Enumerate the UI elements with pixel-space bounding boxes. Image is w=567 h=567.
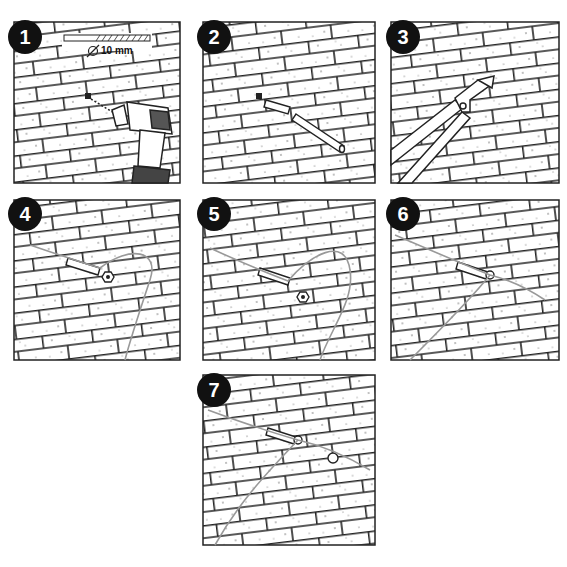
pliers xyxy=(391,76,494,183)
drill-bit-icon xyxy=(62,33,152,57)
step-badge: 3 xyxy=(386,20,420,54)
step-number: 1 xyxy=(19,27,30,47)
nut xyxy=(328,453,338,463)
step-number: 6 xyxy=(397,204,408,224)
drill-hole xyxy=(85,93,91,99)
step-number: 3 xyxy=(397,27,408,47)
drill-hole xyxy=(256,93,262,99)
step-badge: 6 xyxy=(386,197,420,231)
dimension-label: 10 mm xyxy=(101,45,133,56)
wire-rope xyxy=(210,248,351,360)
step-badge: 5 xyxy=(197,197,231,231)
wire-rope xyxy=(30,245,152,360)
step-number: 2 xyxy=(208,27,219,47)
brick-panel xyxy=(14,22,559,545)
power-drill xyxy=(112,102,172,183)
step-badge: 2 xyxy=(197,20,231,54)
step-badge: 4 xyxy=(8,197,42,231)
step-number: 7 xyxy=(208,380,219,400)
step-badge: 1 xyxy=(8,20,42,54)
wire-rope xyxy=(395,235,545,360)
wire-rope xyxy=(208,410,370,545)
step-number: 5 xyxy=(208,204,219,224)
wall-anchor xyxy=(264,100,345,153)
nut xyxy=(297,292,309,302)
nut xyxy=(102,272,114,282)
drill-bit xyxy=(91,99,114,113)
step-number: 4 xyxy=(19,204,30,224)
step-badge: 7 xyxy=(197,373,231,407)
